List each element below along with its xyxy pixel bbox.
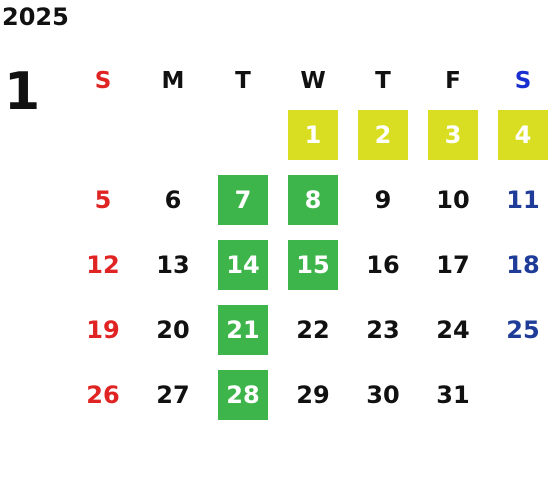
day-number: [498, 370, 548, 420]
day-number: 31: [436, 380, 470, 409]
day-cell: 10: [418, 175, 488, 225]
day-cell: 28: [208, 369, 278, 420]
weekday-thursday: T: [375, 68, 391, 94]
day-number: 28: [218, 369, 268, 420]
day-cell: 7: [208, 174, 278, 225]
day-cell: 31: [418, 370, 488, 420]
weekday-sunday: S: [94, 68, 112, 94]
day-cell: 6: [138, 175, 208, 225]
day-number: 3: [428, 109, 478, 160]
week-row-4: 19 20 21 22 23 24 25: [68, 297, 548, 362]
day-number: 22: [296, 315, 330, 344]
calendar-grid: S M T W T F S 1 2 3 4 5 6 7 8 9 10 11: [68, 60, 548, 427]
week-row-5: 26 27 28 29 30 31: [68, 362, 548, 427]
day-cell: 14: [208, 239, 278, 290]
day-number: 7: [218, 174, 268, 225]
weekday-wednesday: W: [300, 68, 326, 94]
day-cell: 5: [68, 175, 138, 225]
day-cell: 29: [278, 370, 348, 420]
day-cell: 26: [68, 370, 138, 420]
weekday-saturday: S: [514, 68, 532, 94]
week-row-2: 5 6 7 8 9 10 11: [68, 167, 548, 232]
day-cell: 12: [68, 240, 138, 290]
day-number: 11: [506, 185, 540, 214]
day-cell: 1: [278, 109, 348, 160]
day-cell: 30: [348, 370, 418, 420]
day-cell: 3: [418, 109, 488, 160]
day-cell: 18: [488, 240, 548, 290]
day-cell: 13: [138, 240, 208, 290]
day-cell: 20: [138, 305, 208, 355]
day-cell: 24: [418, 305, 488, 355]
day-number: 5: [94, 185, 112, 214]
week-row-3: 12 13 14 15 16 17 18: [68, 232, 548, 297]
day-number: 27: [156, 380, 190, 409]
day-number: 2: [358, 109, 408, 160]
day-cell: 21: [208, 304, 278, 355]
day-number: 6: [164, 185, 182, 214]
day-cell: [68, 110, 138, 160]
day-number: 23: [366, 315, 400, 344]
day-cell: 23: [348, 305, 418, 355]
day-number: 24: [436, 315, 470, 344]
day-number: 1: [288, 109, 338, 160]
day-cell: [488, 370, 548, 420]
day-cell: 17: [418, 240, 488, 290]
day-number: 4: [498, 109, 548, 160]
day-cell: [208, 110, 278, 160]
day-number: 13: [156, 250, 190, 279]
weekday-tuesday: T: [235, 68, 251, 94]
day-number: 25: [506, 315, 540, 344]
day-cell: 2: [348, 109, 418, 160]
day-cell: 19: [68, 305, 138, 355]
day-cell: 25: [488, 305, 548, 355]
day-cell: 15: [278, 239, 348, 290]
week-row-1: 1 2 3 4: [68, 102, 548, 167]
day-cell: [138, 110, 208, 160]
day-number: 18: [506, 250, 540, 279]
day-cell: 16: [348, 240, 418, 290]
day-number: 21: [218, 304, 268, 355]
year-label: 2025: [2, 3, 69, 31]
weekday-header-row: S M T W T F S: [68, 60, 548, 102]
day-number: 15: [288, 239, 338, 290]
month-label: 1: [4, 62, 41, 122]
day-number: 29: [296, 380, 330, 409]
day-cell: 27: [138, 370, 208, 420]
day-cell: 9: [348, 175, 418, 225]
day-number: 19: [86, 315, 120, 344]
weekday-friday: F: [445, 68, 461, 94]
day-cell: 11: [488, 175, 548, 225]
day-cell: 4: [488, 109, 548, 160]
day-number: 16: [366, 250, 400, 279]
day-number: [148, 110, 198, 160]
day-number: [78, 110, 128, 160]
day-number: 9: [374, 185, 392, 214]
day-number: 30: [366, 380, 400, 409]
day-number: 14: [218, 239, 268, 290]
day-number: 20: [156, 315, 190, 344]
day-number: 10: [436, 185, 470, 214]
weekday-monday: M: [161, 68, 185, 94]
day-number: 8: [288, 174, 338, 225]
day-number: 17: [436, 250, 470, 279]
day-number: 12: [86, 250, 120, 279]
day-number: 26: [86, 380, 120, 409]
day-cell: 22: [278, 305, 348, 355]
day-number: [218, 110, 268, 160]
day-cell: 8: [278, 174, 348, 225]
